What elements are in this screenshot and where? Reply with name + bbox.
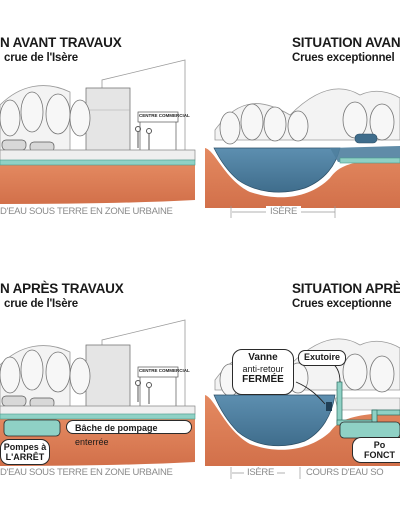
mall-sign-board <box>137 111 179 123</box>
pompes-fonct-callout: Po FONCT <box>352 437 400 463</box>
top-right-band-label: ISÈRE <box>266 206 302 217</box>
pump-basin-after <box>339 421 400 439</box>
exutoire-label: Exutoire <box>303 352 340 362</box>
riverbed-soil <box>205 148 400 208</box>
buried-pipe-right <box>339 157 400 164</box>
pump-basin <box>3 419 61 437</box>
vanne-state: FERMÉE <box>242 373 284 385</box>
bottom-left-band-label: D'EAU SOUS TERRE EN ZONE URBAINE <box>0 467 173 478</box>
riverside-trees <box>219 101 395 145</box>
bottom-right-band-left: ISÈRE <box>244 467 278 478</box>
mall-sign-board-after <box>137 366 179 378</box>
top-left-band-label: D'EAU SOUS TERRE EN ZONE URBAINE <box>0 206 173 217</box>
pedestrians <box>135 126 152 150</box>
vanne-subtitle: anti-retour <box>242 363 284 374</box>
bottom-left-subtitle: crue de l'Isère <box>4 298 78 310</box>
bache-callout: Bâche de pompage enterrée <box>66 420 192 447</box>
top-right-title: SITUATION AVANT <box>292 35 400 50</box>
top-left-mall-sign: CENTRE COMMERCIAL <box>139 113 190 118</box>
river-scene-before <box>205 88 400 208</box>
flooded-cars <box>354 133 378 144</box>
bache-label-rest: enterrée <box>75 437 109 447</box>
bottom-left-mall-sign: CENTRE COMMERCIAL <box>139 368 190 373</box>
pompes-arret-line2: L'ARRÊT <box>5 452 45 463</box>
buried-pipe-after <box>0 413 196 420</box>
vanne-title: Vanne <box>248 352 278 363</box>
bottom-right-band-right: COURS D'EAU SO <box>306 467 384 478</box>
bottom-left-title: N APRÈS TRAVAUX <box>0 281 124 296</box>
trees <box>0 91 91 137</box>
top-right-subtitle: Crues exceptionnel <box>292 52 395 64</box>
top-left-title: N AVANT TRAVAUX <box>0 35 122 50</box>
pompes-arret-callout: Pompes à L'ARRÊT <box>0 439 50 465</box>
urban-scene-before <box>0 59 196 204</box>
exutoire-callout: Exutoire <box>298 350 346 366</box>
bottom-right-title: SITUATION APRÈS <box>292 281 400 296</box>
office-building <box>85 87 131 159</box>
top-left-subtitle: crue de l'Isère <box>4 52 78 64</box>
buried-pipe <box>0 159 196 166</box>
vanne-leader <box>295 381 326 405</box>
pompes-fonct-line1: Po <box>373 440 386 450</box>
bottom-right-subtitle: Crues exceptionne <box>292 298 392 310</box>
soil-layer <box>0 163 195 204</box>
riverbed-soil-after <box>205 395 400 466</box>
pompes-fonct-line2: FONCT <box>364 450 395 461</box>
pompes-arret-line1: Pompes à <box>3 442 47 452</box>
flood-water <box>213 147 341 193</box>
river-water-after <box>213 394 336 447</box>
check-valve <box>326 402 332 411</box>
bache-label-bold: Bâche de pompage <box>75 423 158 433</box>
vanne-callout: Vanne anti-retour FERMÉE <box>232 349 294 395</box>
